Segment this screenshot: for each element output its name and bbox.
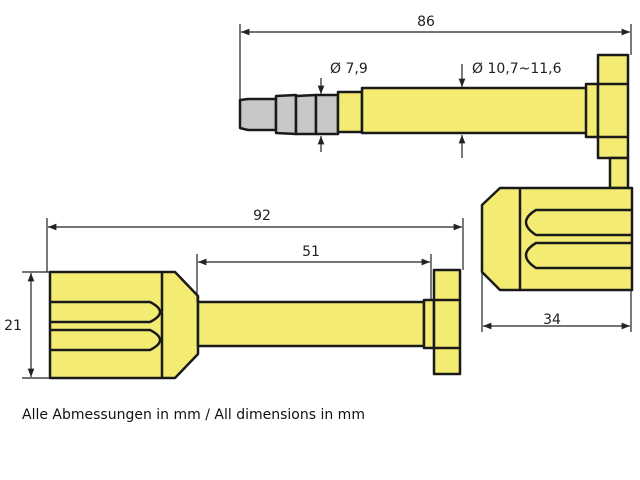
- pin-head-flange: [596, 53, 630, 160]
- dim-label-86: 86: [417, 14, 435, 30]
- dimension-lines: [22, 24, 632, 379]
- bolt-head: [48, 270, 200, 380]
- pin-tip-segment-3: [314, 93, 340, 136]
- pin-tip-segment: [274, 93, 298, 136]
- pin-shaft: [360, 86, 600, 135]
- pin-tip: [238, 97, 278, 132]
- pin-assembly: [238, 53, 634, 292]
- dim-label-shaft-diameter: Ø 10,7~11,6: [472, 61, 562, 77]
- dim-label-51: 51: [302, 244, 320, 260]
- bolt-flange: [432, 268, 462, 376]
- pin-tip-segment-2: [294, 93, 318, 136]
- pin-neck: [336, 90, 364, 134]
- dim-label-21: 21: [4, 318, 22, 334]
- bolt-shaft: [196, 300, 426, 348]
- dim-label-tip-diameter: Ø 7,9: [330, 61, 368, 77]
- bolt-collar: [422, 298, 436, 350]
- dim-label-92: 92: [253, 208, 271, 224]
- units-caption: Alle Abmessungen in mm / All dimensions …: [22, 407, 365, 423]
- barrel-body: [480, 186, 634, 292]
- pin-collar: [584, 82, 600, 139]
- dim-label-34: 34: [543, 312, 561, 328]
- bolt-assembly: [48, 268, 462, 380]
- pin-stem: [608, 156, 630, 190]
